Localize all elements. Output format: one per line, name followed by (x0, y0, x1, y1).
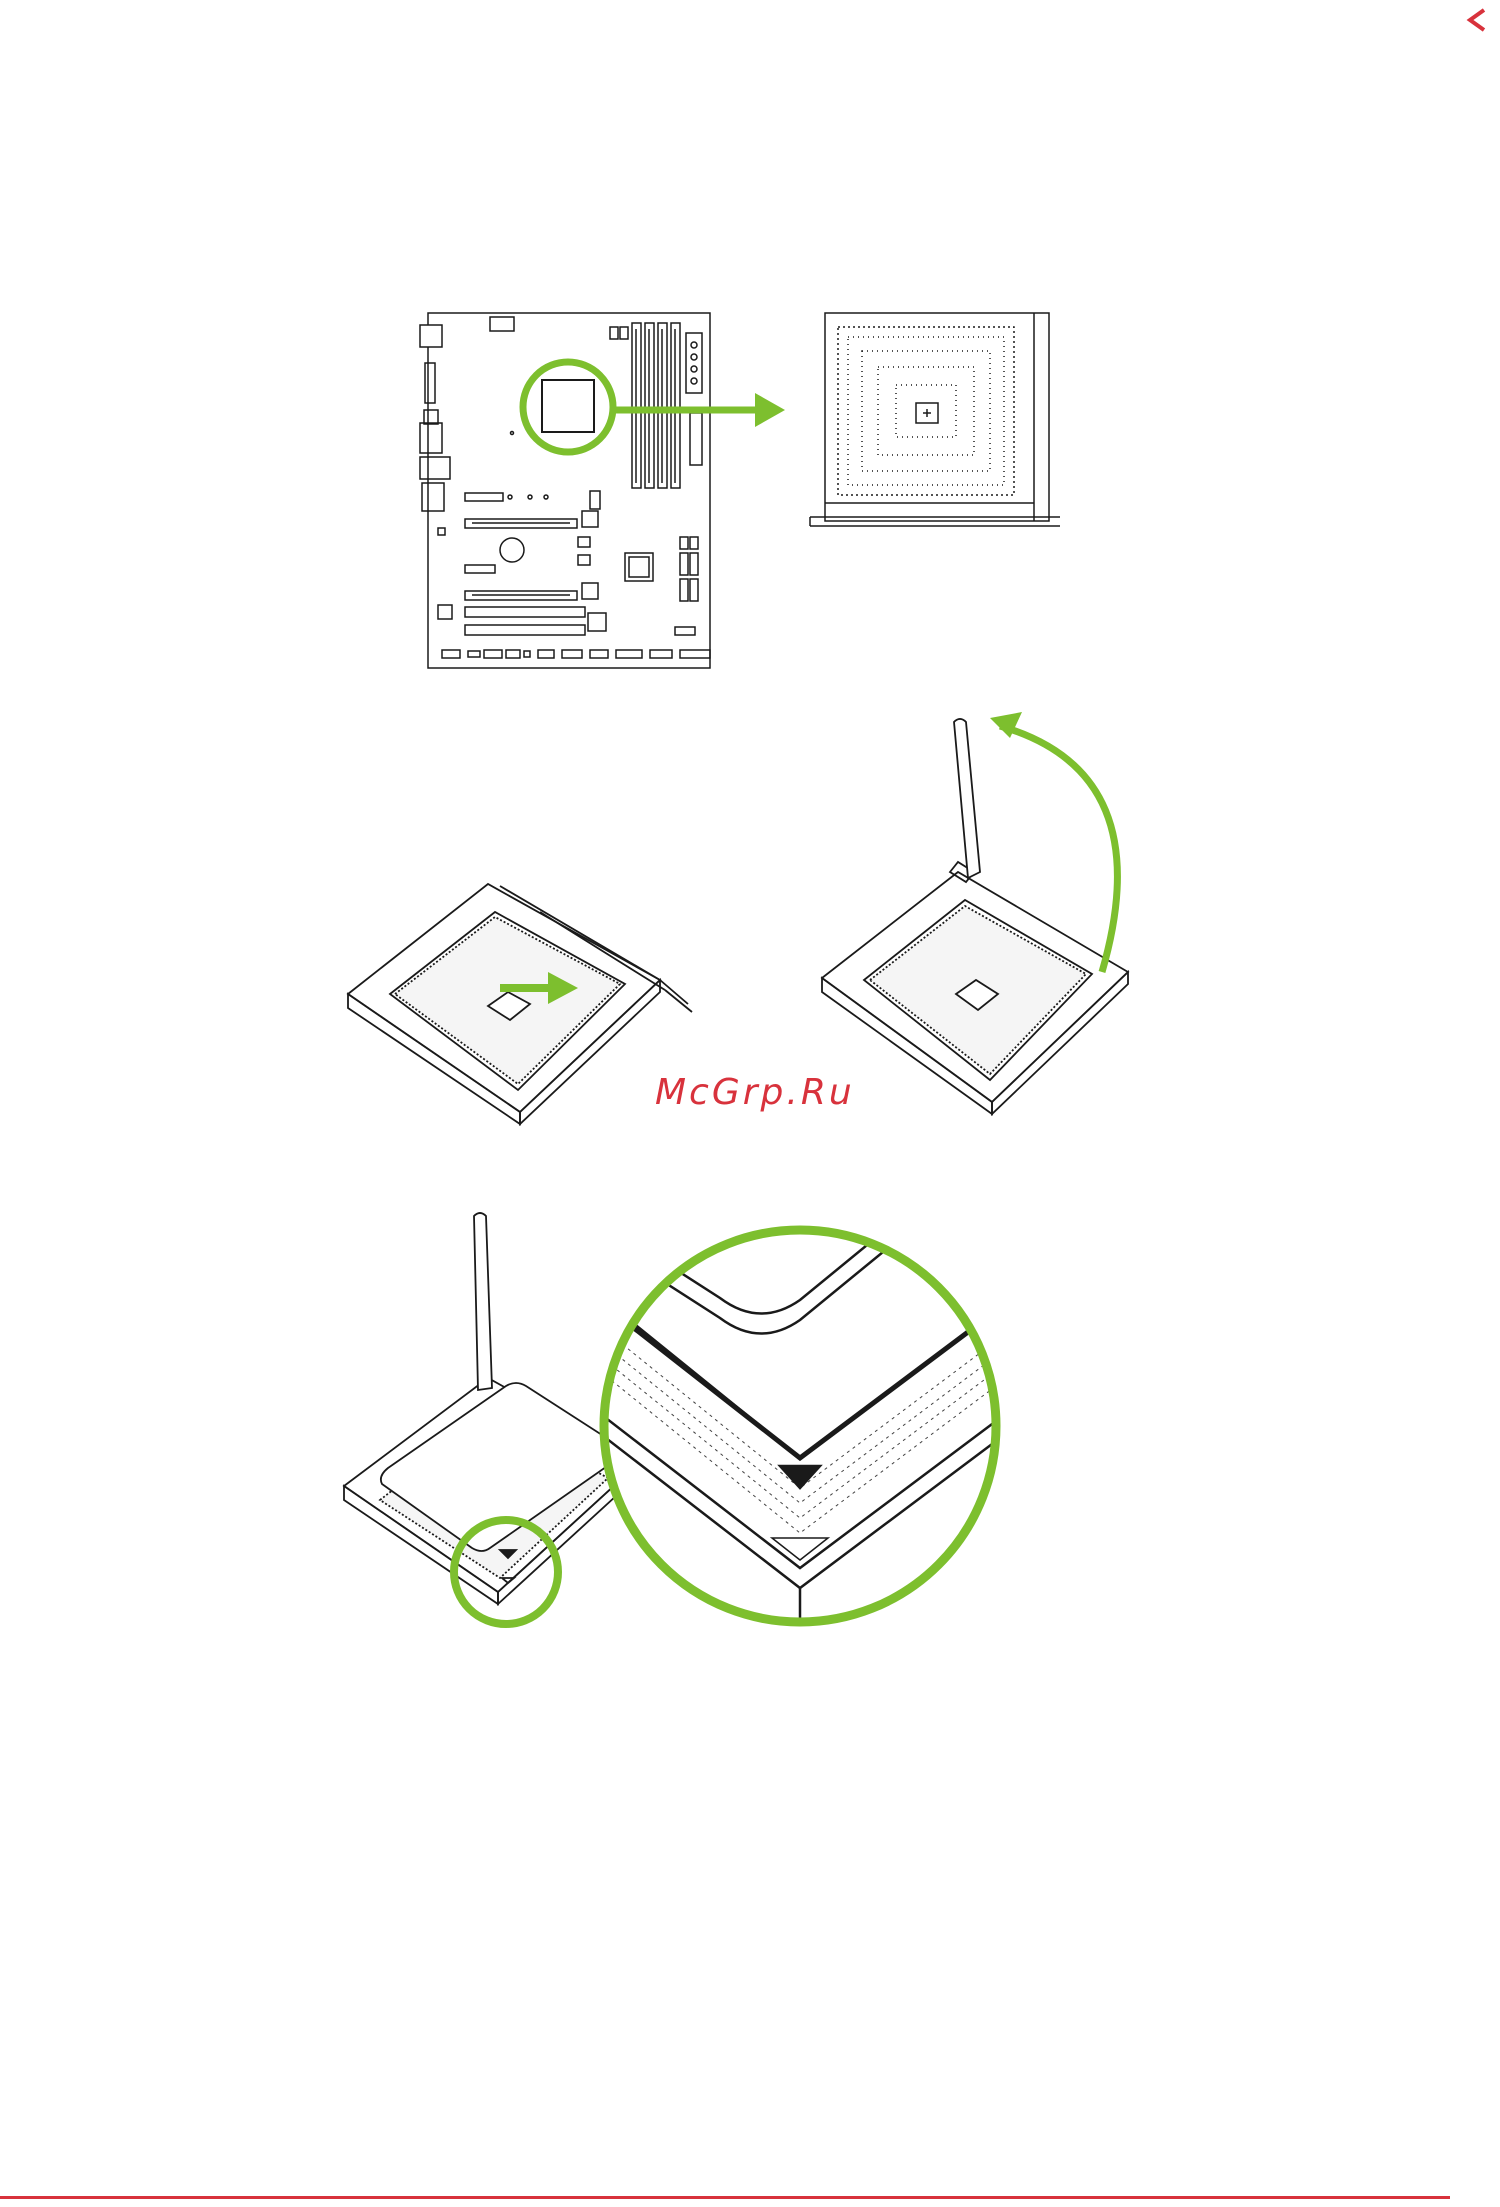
socket-lever-figure (340, 712, 1140, 1132)
footer-rule (0, 2196, 1450, 2199)
cpu-lever (474, 1213, 492, 1390)
chevron-left-icon[interactable] (1462, 6, 1492, 34)
motherboard-figure (420, 305, 1060, 675)
socket-zoom (810, 313, 1060, 526)
right-arrow-icon (755, 393, 785, 427)
watermark-text: McGrp.Ru (655, 1072, 955, 1132)
socket-lever (954, 719, 980, 878)
cpu-alignment-figure (340, 1208, 1140, 1640)
